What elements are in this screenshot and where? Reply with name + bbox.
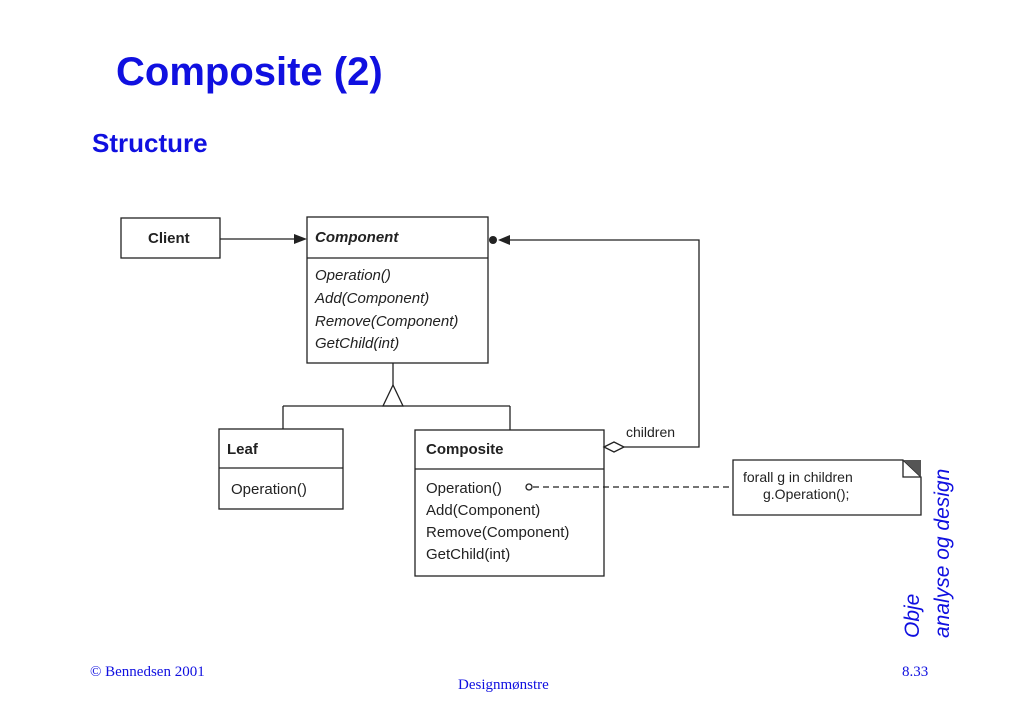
children-role-label: children [626,424,675,440]
component-class-box [306,216,489,364]
client-class-name: Client [148,230,190,247]
aggregation-diamond [602,441,626,453]
note-line: g.Operation(); [763,486,849,502]
composite-operation: Remove(Component) [426,524,569,541]
side-caption: Obje analyse og design [898,469,958,638]
slide-title: Composite (2) [116,50,383,94]
client-arrowhead [294,234,307,244]
client-class-box [120,217,221,259]
footer-page-number: 8.33 [902,664,929,680]
note-dogear [902,460,921,478]
composite-class-box [414,429,605,577]
note-dogear-fill [903,460,921,477]
side-caption-line: analyse og design [931,468,954,638]
composite-operation: GetChild(int) [426,546,510,563]
leaf-operation: Operation() [231,481,307,498]
component-class-name: Component [315,229,399,246]
leaf-class-name: Leaf [227,441,259,458]
footer-copyright: © Bennedsen 2001 [90,664,205,680]
composite-operation: Operation() [426,480,502,497]
children-aggregation-line [506,239,700,448]
children-arrowhead [498,235,510,245]
component-operation: Operation() [315,267,391,284]
note-line: forall g in children [743,469,853,485]
component-operation: Add(Component) [314,290,429,307]
inheritance-triangle [381,383,405,407]
component-end-dot [489,236,497,244]
leaf-class-box [218,428,344,510]
component-operation: Remove(Component) [315,313,458,330]
slide-subtitle: Structure [92,128,208,158]
side-caption-line: Obje [901,593,924,638]
note-anchor-circle [525,483,533,491]
composite-class-name: Composite [426,441,504,458]
component-operation: GetChild(int) [315,335,399,352]
composite-operation: Add(Component) [426,502,540,519]
note-box [732,459,922,516]
footer-topic: Designmønstre [458,677,549,693]
